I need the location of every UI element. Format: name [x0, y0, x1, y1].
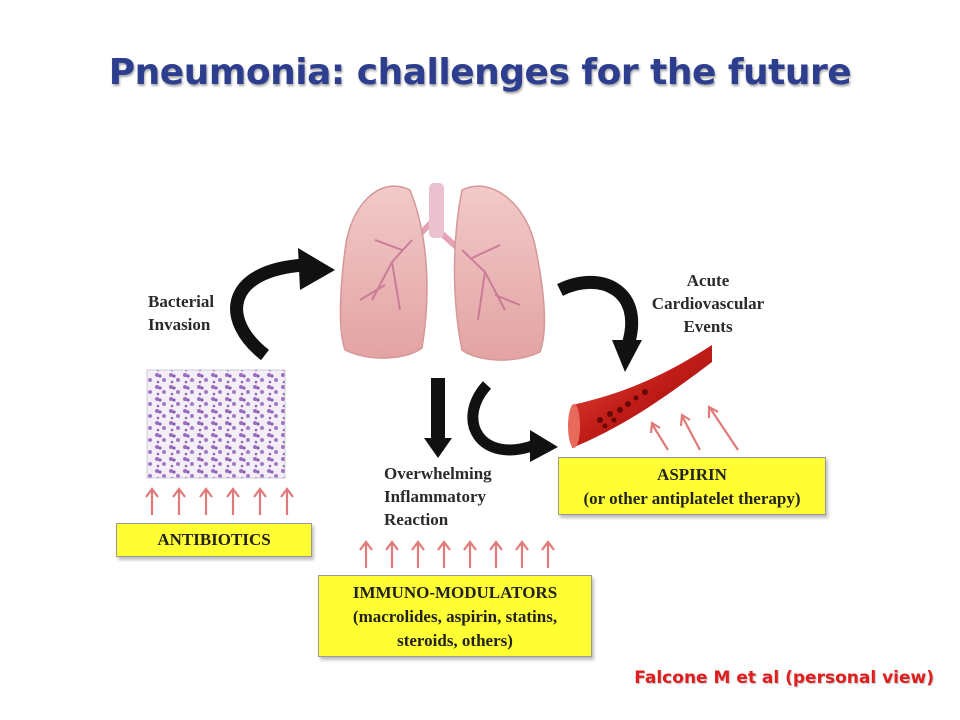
- aspirin-arrows: [649, 405, 739, 451]
- label-bacterial-invasion: Bacterial Invasion: [148, 290, 214, 336]
- box-line: ANTIBIOTICS: [157, 530, 271, 549]
- box-line: ASPIRIN: [657, 465, 727, 484]
- box-line: (or other antiplatelet therapy): [583, 489, 801, 508]
- label-line: Invasion: [148, 315, 211, 334]
- label-line: Overwhelming: [384, 464, 492, 483]
- label-line: Bacterial: [148, 292, 215, 311]
- label-line: Events: [683, 317, 733, 336]
- curved-arrow-lungs-to-vessel: [557, 275, 639, 347]
- blood-vessel-image: [568, 345, 712, 448]
- credit-text: Falcone M et al (personal view): [634, 668, 934, 688]
- arrowhead-right-small: [530, 430, 558, 462]
- lungs-image: [339, 183, 546, 361]
- box-line: (macrolides, aspirin, statins,: [352, 607, 558, 626]
- immunomodulators-box: IMMUNO-MODULATORS (macrolides, aspirin, …: [318, 575, 592, 657]
- label-inflammatory-reaction: Overwhelming Inflammatory Reaction: [384, 462, 492, 531]
- arrowhead-straight-down: [424, 438, 452, 458]
- immuno-arrows: [359, 540, 555, 568]
- curved-arrow-inflam-to-vessel: [467, 381, 537, 456]
- label-line: Inflammatory: [384, 487, 486, 506]
- label-line: Reaction: [384, 510, 449, 529]
- bacteria-image: [146, 369, 286, 479]
- box-line: IMMUNO-MODULATORS: [352, 583, 558, 602]
- straight-arrow-down: [431, 378, 445, 440]
- cycle-arrows: [230, 258, 639, 456]
- page-title: Pneumonia: challenges for the future: [108, 52, 852, 93]
- curved-arrow-bacteria-to-lungs: [230, 258, 306, 361]
- antibiotics-arrows: [145, 487, 294, 515]
- label-cardiovascular-events: Acute Cardiovascular Events: [640, 269, 776, 338]
- antibiotics-box: ANTIBIOTICS: [116, 523, 312, 557]
- box-line: steroids, others): [397, 631, 513, 650]
- arrowhead-right: [298, 248, 335, 290]
- arrowhead-down: [612, 340, 642, 372]
- label-line: Cardiovascular: [651, 294, 765, 313]
- aspirin-box: ASPIRIN (or other antiplatelet therapy): [558, 457, 826, 515]
- label-line: Acute: [686, 271, 730, 290]
